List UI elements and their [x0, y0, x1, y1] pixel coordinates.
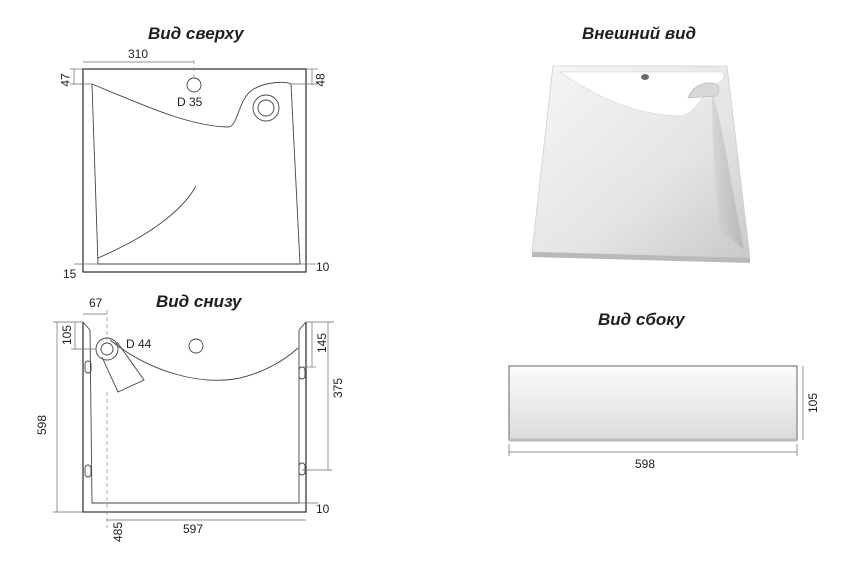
- bottom-view-dim-598: 598: [35, 414, 50, 436]
- bottom-view-inner-edge: [89, 329, 300, 504]
- top-view-slope-curve: [97, 185, 197, 259]
- bottom-view-drain-outer: [95, 337, 119, 361]
- top-view-outline: [82, 68, 307, 273]
- top-view-dim-15: 15: [63, 267, 77, 281]
- bottom-view-mount-1: [84, 360, 92, 374]
- bottom-view-drain-pipe: [101, 341, 145, 393]
- bottom-view-title: Вид снизу: [156, 292, 242, 311]
- side-view-dim-105: 105: [806, 392, 821, 414]
- top-view-dim-48: 48: [313, 73, 328, 87]
- bottom-view-dim-597: 597: [183, 522, 204, 536]
- bottom-view-drawing: [53, 310, 334, 528]
- exterior-bowl: [558, 71, 725, 117]
- bottom-view-dim-105: 105: [60, 324, 75, 346]
- exterior-view-title: Внешний вид: [582, 24, 697, 43]
- exterior-view-image: [531, 65, 751, 263]
- exterior-tap-hole: [641, 74, 649, 80]
- bottom-view-hole-label: D 44: [126, 337, 152, 351]
- top-view-bowl-curve: [91, 81, 292, 128]
- side-view-outline: [508, 365, 798, 441]
- bottom-view-mount-2: [298, 366, 306, 380]
- top-view-tap-hole: [186, 77, 202, 93]
- bottom-view-corner-left: [82, 321, 91, 331]
- side-view-dim-598: 598: [635, 457, 656, 471]
- bottom-view-drain-inner: [100, 342, 114, 356]
- bottom-view-tap-hole: [188, 338, 204, 354]
- exterior-surface-shading: [544, 149, 701, 231]
- top-view-title: Вид сверху: [148, 24, 244, 43]
- top-view-basin-edge: [91, 83, 301, 265]
- bottom-view-corner-right: [298, 321, 307, 331]
- side-view-title: Вид сбоку: [598, 310, 685, 329]
- top-view-dim-47: 47: [58, 73, 73, 87]
- top-view-dim-10: 10: [316, 260, 330, 274]
- bottom-view-dim-67: 67: [89, 296, 103, 310]
- bottom-view-bowl-curve: [109, 339, 299, 381]
- top-view-drawing: [70, 60, 318, 273]
- top-view-drain-inner: [257, 99, 275, 117]
- exterior-drain-area: [687, 82, 720, 99]
- bottom-view-dim-10: 10: [316, 502, 330, 516]
- exterior-basin-front-edge: [532, 252, 750, 263]
- bottom-view-dim-485: 485: [111, 521, 126, 543]
- exterior-side-slope: [712, 92, 744, 250]
- top-view-dim-310: 310: [128, 47, 149, 61]
- top-view-hole-label: D 35: [177, 95, 203, 109]
- bottom-view-dim-375: 375: [331, 377, 346, 399]
- bottom-view-mount-4: [298, 462, 306, 476]
- side-view-drawing: [508, 365, 804, 456]
- bottom-view-dim-145: 145: [315, 332, 330, 354]
- bottom-view-outline: [82, 322, 307, 513]
- bottom-view-mount-3: [84, 464, 92, 478]
- top-view-drain-outer: [252, 94, 280, 122]
